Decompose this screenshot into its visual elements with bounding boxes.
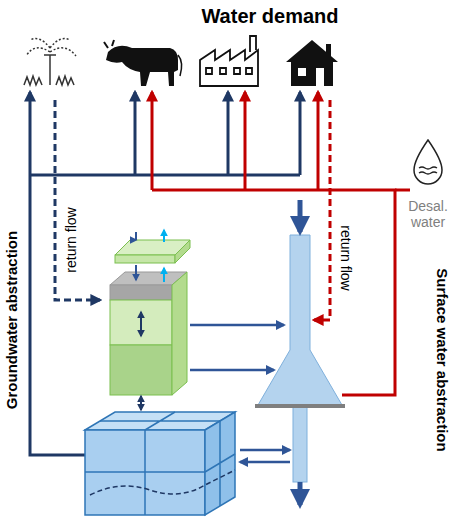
axis-label: Groundwater abstraction	[3, 229, 20, 411]
soil-column	[110, 230, 284, 410]
house-icon	[286, 40, 338, 86]
factory-icon	[200, 36, 258, 86]
diagram-title: Water demand	[201, 5, 338, 28]
cow-icon	[104, 40, 182, 86]
axis-label: Surface water abstraction	[433, 266, 450, 453]
flow-label: return flow	[338, 223, 354, 292]
groundwater-abstraction-lines	[30, 92, 300, 455]
desalination-drop-icon	[414, 140, 442, 184]
source-label: Desal. water	[401, 198, 455, 230]
surface-water-abstraction-lines	[152, 92, 410, 395]
groundwater-aquifer-cube	[85, 412, 290, 515]
river-channel	[255, 200, 345, 505]
sprinkler-icon	[24, 39, 76, 85]
flow-label: return flow	[63, 205, 79, 274]
